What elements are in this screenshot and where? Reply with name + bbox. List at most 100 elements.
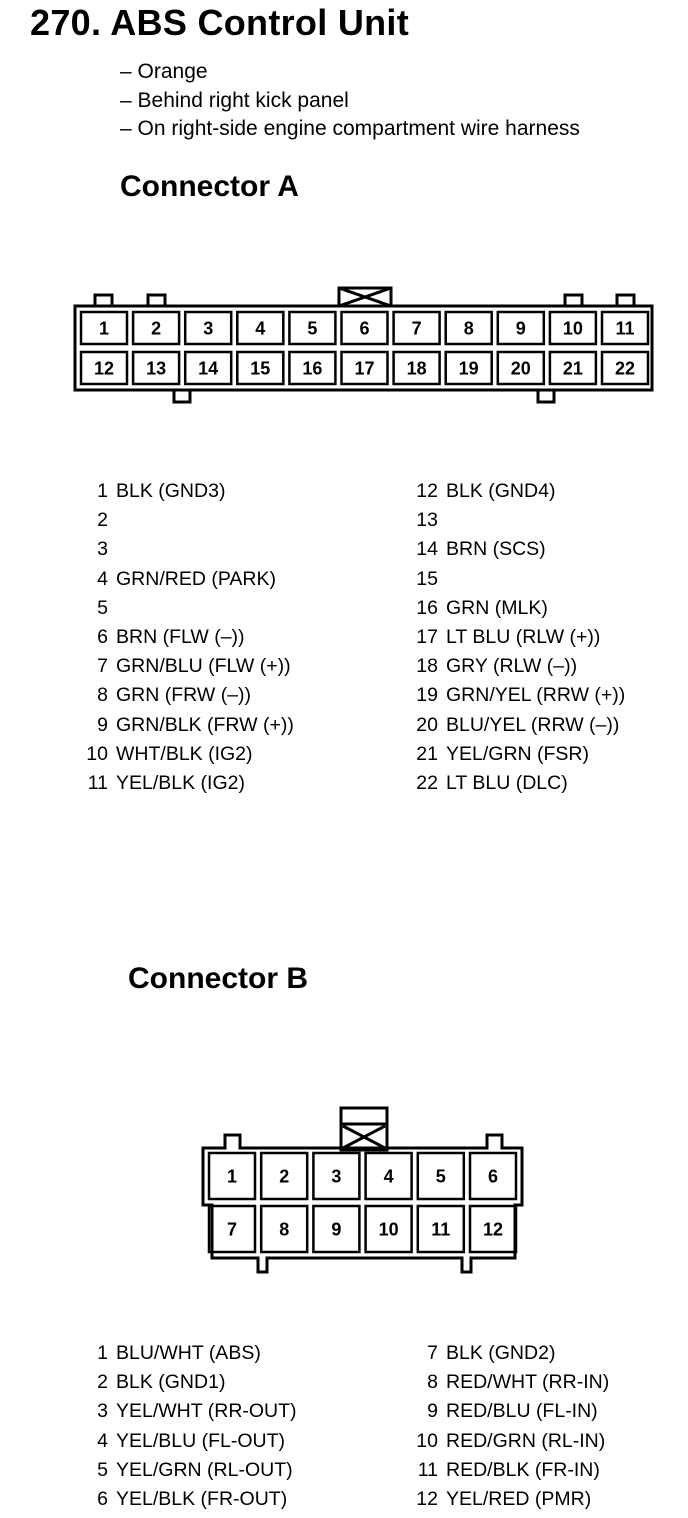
- pin-entry: 18 GRY (RLW (–)): [414, 652, 625, 681]
- pin-number: 13: [416, 509, 438, 532]
- pin-number: 7: [427, 1342, 438, 1364]
- pin-number: 18: [416, 655, 438, 678]
- connector-a-tab: [172, 390, 192, 404]
- pin-cell-label: 7: [227, 1219, 237, 1239]
- connector-b-title: Connector B: [128, 962, 308, 995]
- pin-number: 5: [97, 596, 108, 619]
- pin-wire: BRN (FLW (–)): [116, 625, 245, 648]
- pin-wire: GRN/RED (PARK): [116, 567, 276, 590]
- pin-entry: 2: [84, 506, 294, 535]
- connector-a-title: Connector A: [120, 170, 299, 203]
- pin-number: 20: [416, 713, 438, 736]
- connector-a-tab: [93, 293, 114, 306]
- pin-cell-9: [312, 1204, 361, 1254]
- pin-cell-9: [496, 310, 546, 346]
- pin-wire: GRY (RLW (–)): [446, 655, 578, 678]
- pin-cell-label: 5: [436, 1166, 446, 1186]
- pin-number: 14: [416, 538, 438, 561]
- pin-wire: YEL/RED (PMR): [446, 1487, 592, 1510]
- pin-number: 1: [97, 480, 108, 502]
- pin-cell-label: 12: [94, 358, 114, 378]
- pin-number: 3: [97, 538, 108, 561]
- connector-a-tab: [536, 390, 556, 404]
- pin-cell-label: 14: [198, 358, 218, 378]
- pin-cell-label: 18: [407, 358, 427, 378]
- pin-cell-label: 8: [279, 1219, 289, 1239]
- pin-wire: GRN (MLK): [446, 596, 548, 619]
- pin-cell-7: [207, 1204, 257, 1254]
- pin-cell-label: 22: [615, 358, 635, 378]
- pin-cell-22: [600, 350, 650, 386]
- pin-wire: YEL/BLU (FL-OUT): [116, 1429, 286, 1452]
- pin-wire: BLU/YEL (RRW (–)): [446, 713, 620, 736]
- pin-cell-3: [312, 1151, 361, 1201]
- pin-wire: RED/BLU (FL-IN): [446, 1400, 598, 1423]
- pin-cell-5: [416, 1151, 466, 1201]
- pin-cell-label: 1: [99, 318, 109, 338]
- pin-wire: BLK (GND1): [116, 1371, 226, 1394]
- pin-cell-label: 10: [563, 318, 583, 338]
- pin-cell-label: 12: [483, 1219, 503, 1239]
- pin-number: 6: [97, 625, 108, 648]
- pin-cell-11: [416, 1204, 466, 1254]
- pin-cell-label: 11: [431, 1219, 450, 1239]
- pin-cell-label: 6: [359, 318, 369, 338]
- pin-cell-label: 2: [279, 1166, 289, 1186]
- pin-wire: LT BLU (RLW (+)): [446, 625, 601, 648]
- pin-cell-label: 17: [354, 358, 374, 378]
- pin-cell-label: 19: [459, 358, 479, 378]
- connector-b-housing: [201, 1133, 524, 1274]
- connector-a-lock-cross: [338, 286, 392, 308]
- pin-number: 5: [97, 1458, 108, 1481]
- pin-number: 8: [97, 684, 108, 707]
- pin-cell-6: [340, 310, 389, 346]
- location-notes: – Orange – Behind right kick panel – On …: [120, 58, 580, 144]
- pin-cell-label: 16: [302, 358, 322, 378]
- pin-entry: 5: [84, 594, 294, 623]
- connector-b-lock-key: [339, 1106, 389, 1152]
- pin-entry: 4 YEL/BLU (FL-OUT): [84, 1427, 297, 1456]
- pin-number: 3: [97, 1400, 108, 1423]
- pin-cell-label: 6: [488, 1166, 498, 1186]
- pin-number: 7: [97, 655, 108, 678]
- pin-number: 4: [97, 1429, 108, 1452]
- pin-wire: YEL/GRN (FSR): [446, 742, 590, 765]
- pin-cell-20: [496, 350, 546, 386]
- pin-cell-5: [288, 310, 337, 346]
- pin-cell-label: 3: [331, 1166, 341, 1186]
- pin-cell-17: [340, 350, 389, 386]
- pin-number: 12: [416, 480, 438, 502]
- pin-cell-8: [444, 310, 493, 346]
- pin-cell-12: [468, 1204, 518, 1254]
- pin-cell-16: [288, 350, 337, 386]
- pin-wire: YEL/BLK (FR-OUT): [116, 1487, 288, 1510]
- connector-a-tab: [563, 293, 584, 306]
- pin-number: 2: [97, 509, 108, 532]
- pin-cell-label: 5: [307, 318, 317, 338]
- pin-number: 9: [97, 713, 108, 736]
- pin-number: 8: [427, 1371, 438, 1394]
- pin-cell-label: 7: [412, 318, 422, 338]
- pin-cell-label: 20: [511, 358, 531, 378]
- pin-number: 22: [416, 771, 438, 794]
- pin-cell-label: 4: [384, 1166, 394, 1186]
- pin-cell-1: [79, 310, 129, 346]
- pin-cell-3: [183, 310, 233, 346]
